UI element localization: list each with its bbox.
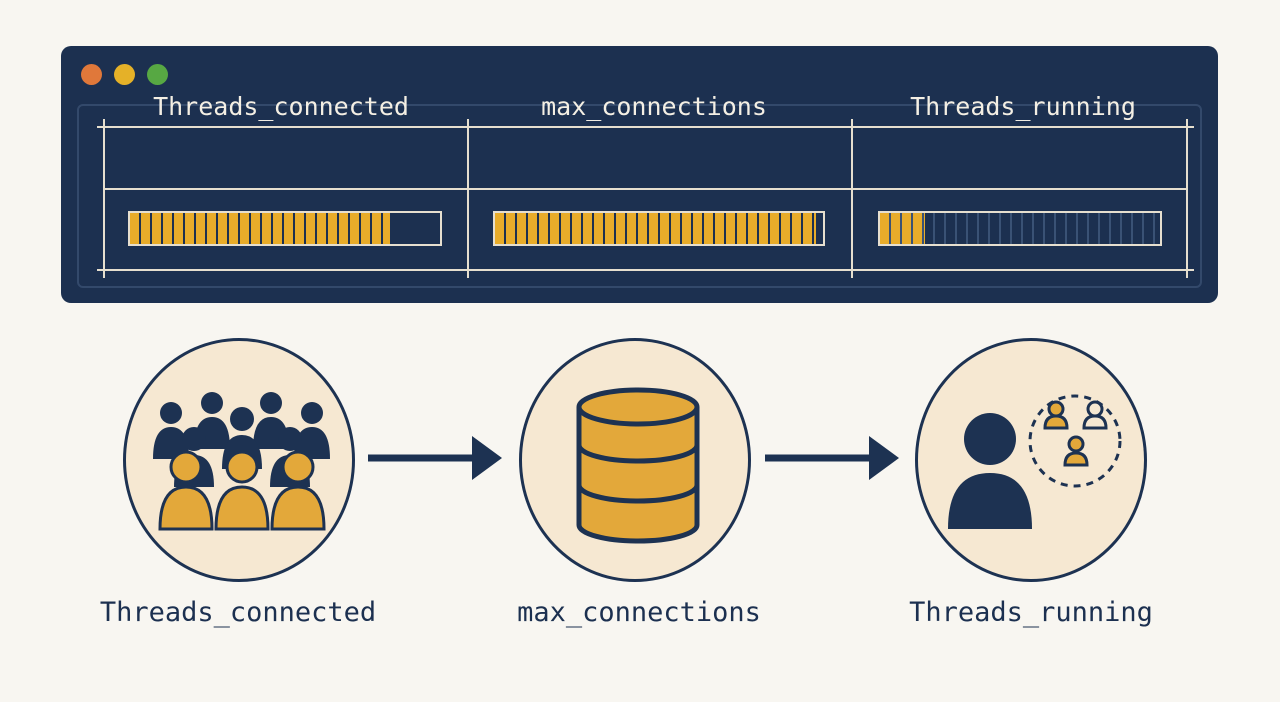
max-connections-label: max_connections	[517, 597, 761, 628]
arrow-icon	[765, 436, 899, 480]
connected-threads-node	[123, 338, 355, 582]
threads-connected-label: Threads_connected	[99, 597, 377, 628]
threads-connected-bar	[128, 211, 442, 246]
crowd-icon	[153, 392, 330, 531]
active-user-icon	[948, 394, 1122, 529]
column-header-max-connections: max_connections	[541, 92, 767, 121]
terminal-window	[61, 46, 1218, 303]
max-connections-bar	[493, 211, 825, 246]
minimize-window-dot[interactable]	[114, 64, 135, 85]
column-header-threads-connected: Threads_connected	[153, 92, 409, 121]
threads-running-bar	[878, 211, 1162, 246]
column-header-threads-running: Threads_running	[910, 92, 1136, 121]
maximize-window-dot[interactable]	[147, 64, 168, 85]
running-threads-node	[915, 338, 1147, 582]
threads-running-label: Threads_running	[909, 597, 1153, 628]
database-icon	[576, 387, 700, 544]
status-table-panel	[77, 104, 1202, 288]
arrow-icon	[368, 436, 502, 480]
max-connections-node	[519, 338, 751, 582]
close-window-dot[interactable]	[81, 64, 102, 85]
